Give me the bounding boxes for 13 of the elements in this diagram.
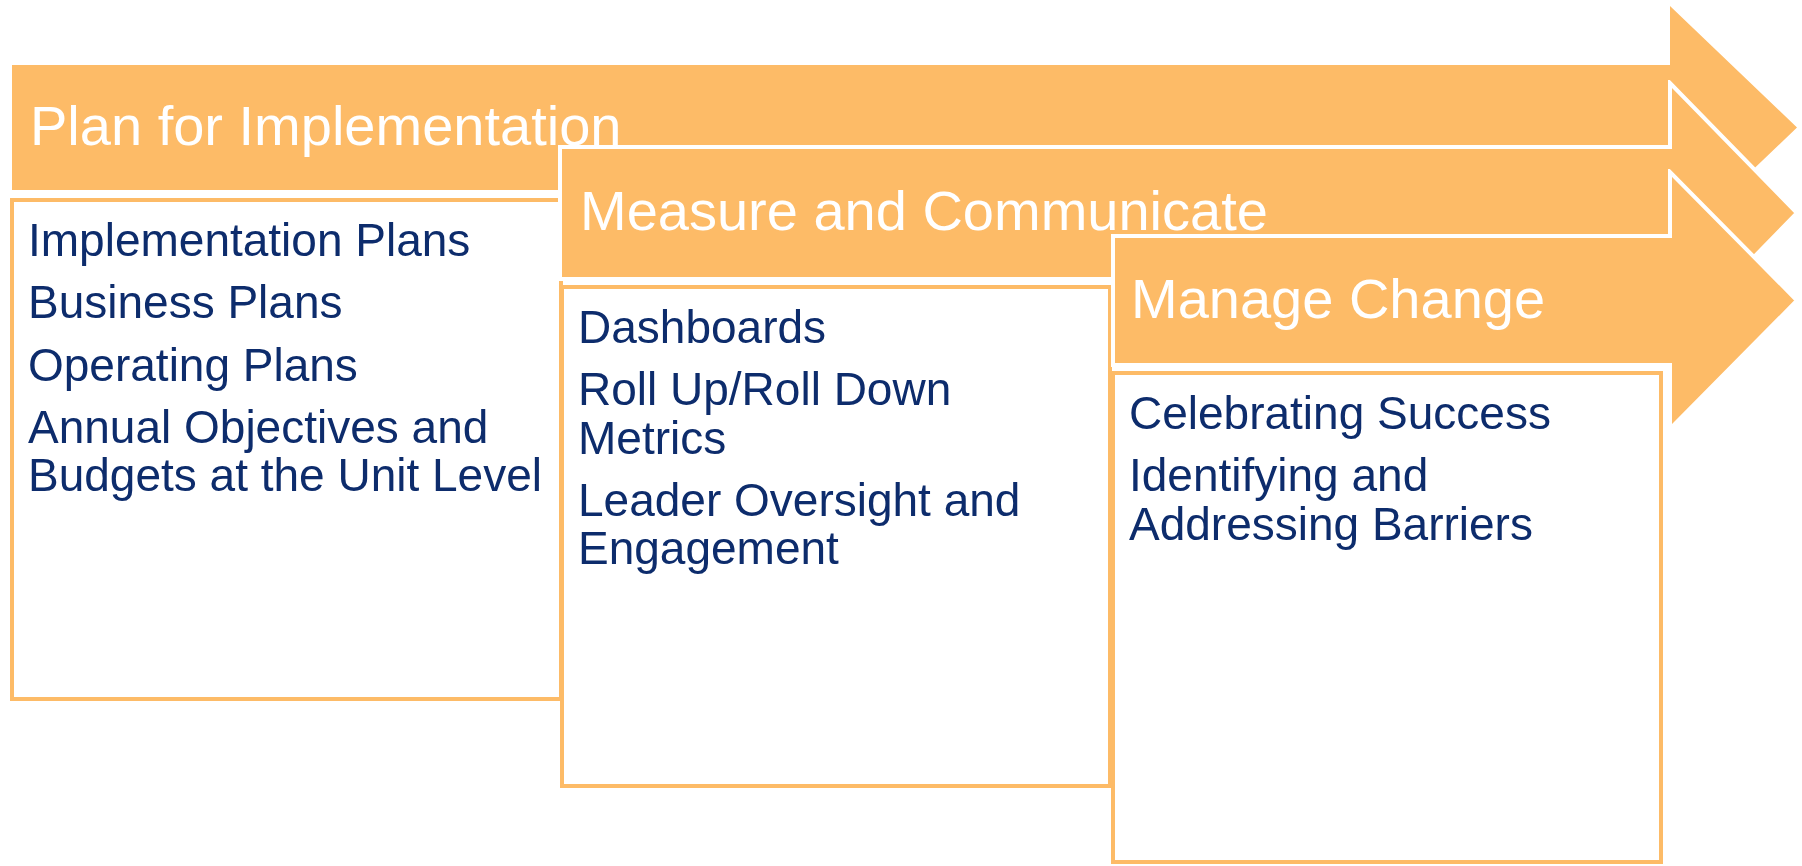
list-item: Leader Oversight and Engagement bbox=[578, 475, 1022, 573]
list-box bbox=[560, 285, 1112, 788]
list-item: Roll Up/Roll Down Metrics bbox=[578, 365, 953, 462]
list-box bbox=[10, 198, 563, 701]
list-box bbox=[1111, 371, 1663, 864]
list-item: Annual Objectives and Budgets at the Unit Level bbox=[28, 402, 543, 500]
list-item: Identifying and Addressing Barriers bbox=[1129, 451, 1534, 548]
list-item: Celebrating Success bbox=[1129, 389, 1552, 438]
list-item: Implementation Plans bbox=[28, 216, 472, 265]
list-item: Business Plans bbox=[28, 278, 344, 327]
list-item: Dashboards bbox=[578, 303, 828, 352]
list-item: Operating Plans bbox=[28, 340, 359, 389]
step-heading: Measure and Communicate bbox=[580, 183, 1268, 239]
